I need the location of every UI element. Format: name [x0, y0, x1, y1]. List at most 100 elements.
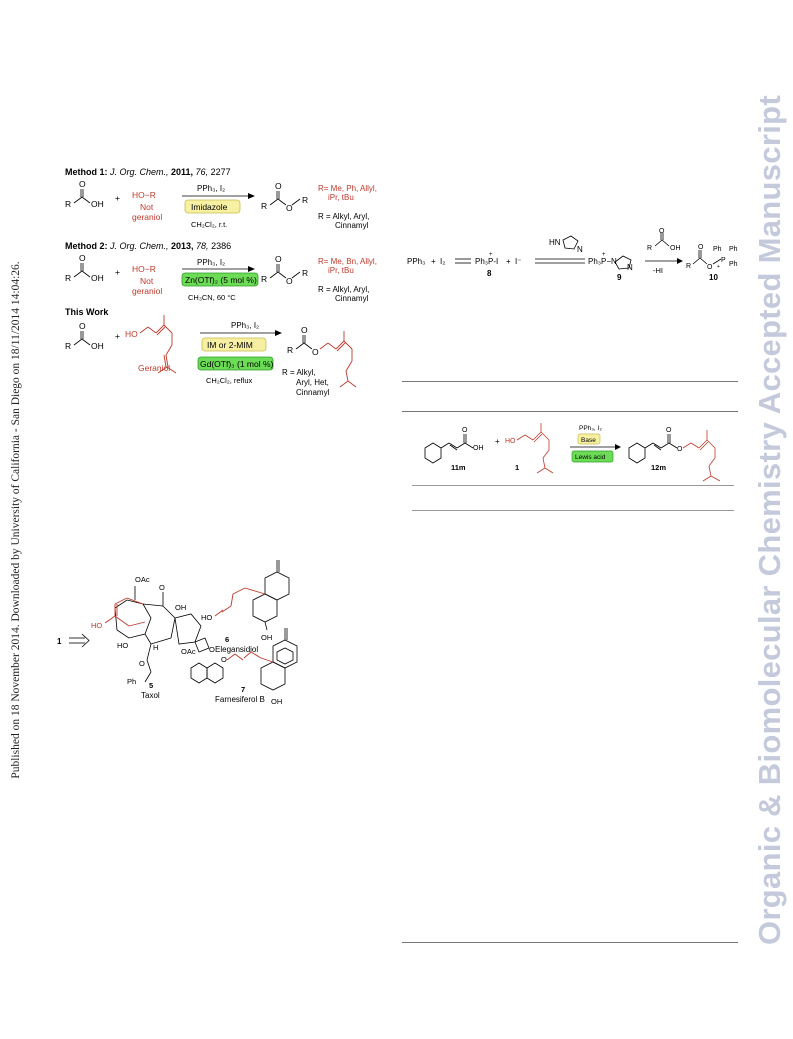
m1-r-black: R = Alkyl, Aryl, [318, 212, 369, 221]
tw-r2: Aryl, Het, [296, 378, 329, 387]
taxol-structure [114, 586, 210, 683]
tw-ester-r: R [287, 345, 293, 355]
imidazolium-n: N [627, 263, 633, 272]
mech-acid-oh: OH [670, 245, 681, 252]
ester2-o-top: O [275, 254, 282, 264]
natural-products: 1 OAc O OH HO HO H O [55, 548, 400, 708]
c10-p: P [721, 257, 726, 264]
compound-9: 9 [617, 273, 622, 282]
ester-structure-1 [269, 191, 301, 206]
plus-b: + [506, 257, 511, 266]
i2: I₂ [440, 257, 445, 266]
iodide: I⁻ [515, 257, 521, 266]
ester2-r: R [261, 274, 267, 284]
natural-products-svg: 1 OAc O OH HO HO H O [57, 560, 298, 706]
m1-r-red: R= Me, Ph, Allyl, [318, 184, 377, 193]
m1-reagent: PPh₃, I₂ [197, 184, 225, 193]
c10-r: R [686, 263, 691, 270]
scheme-methods: Method 1: J. Org. Chem., 2011, 76, 2277 … [60, 165, 400, 405]
c10-ph2: Ph [729, 246, 738, 253]
geraniol-2: geraniol [132, 286, 162, 296]
acid1-o: O [79, 179, 86, 189]
method1-heading: Method 1: J. Org. Chem., 2011, 76, 2277 [65, 167, 231, 177]
c12m-o: O [677, 446, 683, 453]
table-arrowhead [615, 444, 621, 450]
m2-r-black: R = Alkyl, Aryl, [318, 285, 369, 294]
tw-ester-o-top: O [301, 325, 308, 335]
tw-r1: R = Alkyl, [282, 368, 316, 377]
equilibrium-1 [455, 258, 471, 264]
acid3-o: O [79, 321, 86, 331]
taxol-ho-red: HO [91, 621, 102, 630]
lewis-acid-label: Lewis acid [575, 454, 606, 461]
acid2-o: O [79, 253, 86, 263]
taxol-oac2: OAc [181, 647, 196, 656]
m1-box [184, 199, 241, 214]
rule-1 [402, 381, 738, 382]
tw-r3: Cinnamyl [296, 388, 330, 397]
taxol-h: H [153, 643, 158, 652]
plus-a: + [431, 257, 436, 266]
plus-charge-9: + [602, 252, 606, 258]
taxol-oxetane-o: O [209, 645, 215, 654]
table-geraniol [516, 423, 554, 474]
ester2-r2: R [302, 268, 308, 278]
compound-8: 8 [487, 269, 492, 278]
c10-charge: + [717, 264, 720, 270]
acid2-oh: OH [91, 273, 104, 283]
tw-ester-core [295, 335, 313, 350]
geraniol-1: geraniol [132, 212, 162, 222]
imidazole-ring [562, 235, 579, 250]
tw-reagent: PPh₃, I₂ [231, 321, 259, 330]
geraniol-ho-label: HO [125, 329, 138, 339]
farnesiferol-name: Farnesiferol B [215, 695, 265, 704]
c10-ph3: Ph [729, 261, 738, 268]
acid2-r: R [65, 273, 71, 283]
acid-structure-1 [73, 189, 91, 204]
c10-o: O [707, 264, 713, 271]
m2-r-red: R= Me, Bn, Allyl, [318, 257, 377, 266]
c11m-o: O [462, 427, 468, 434]
rule-3 [412, 485, 734, 486]
farnesiferol-red-chain [226, 651, 274, 663]
farnesiferol-o: O [221, 655, 227, 664]
ester1-r2: R [302, 195, 308, 205]
base-box [577, 433, 601, 445]
scheme-methods-svg: Method 1: J. Org. Chem., 2011, 76, 2277 … [65, 167, 377, 397]
m1-conditions: CH₂Cl₂, r.t. [191, 220, 227, 229]
scheme-mechanism: PPh₃ + I₂ Ph₃P-I + + I⁻ 8 HN N Ph₃P−N + … [405, 228, 745, 288]
m2-box-label: Zn(OTf)₂ (5 mol %) [185, 275, 257, 285]
alcohol-1: HO−R [132, 190, 156, 200]
acid-structure-2 [73, 263, 91, 278]
geraniol-structure [139, 315, 177, 374]
imidazole-n: N [577, 245, 583, 254]
elegansidiol-red-chain [214, 587, 266, 617]
taxol-red-part [104, 597, 146, 627]
m2-r-red2: iPr, tBu [328, 266, 354, 275]
m2-r-black2: Cinnamyl [335, 294, 369, 303]
np-compound-1: 1 [57, 637, 62, 646]
not-2: Not [140, 276, 154, 286]
alcohol-2: HO−R [132, 264, 156, 274]
product-12m-core [628, 434, 678, 464]
compound-1: 1 [515, 463, 519, 472]
m1-arrowhead [248, 193, 255, 199]
mech-acid-r: R [647, 245, 652, 252]
taxol-name: Taxol [141, 691, 160, 700]
cinnamic-acid [424, 434, 474, 464]
tw-ester-o: O [312, 347, 319, 357]
acid-structure-3 [73, 331, 91, 346]
plus-2: + [115, 267, 120, 277]
minus-hi: -HI [653, 266, 663, 275]
product-12m-tail [682, 430, 721, 482]
pph3: PPh₃ [407, 257, 425, 266]
tw-box-1 [201, 337, 267, 352]
np-compound-6: 6 [225, 635, 229, 644]
ester1-o-top: O [275, 181, 282, 191]
np-compound-7: 7 [241, 685, 245, 694]
geraniol-name: Geraniol [138, 363, 170, 373]
acid3-oh: OH [91, 341, 104, 351]
taxol-oh: OH [175, 603, 186, 612]
publication-note: Published on 18 November 2014. Downloade… [10, 261, 22, 779]
table-plus: + [495, 437, 500, 446]
